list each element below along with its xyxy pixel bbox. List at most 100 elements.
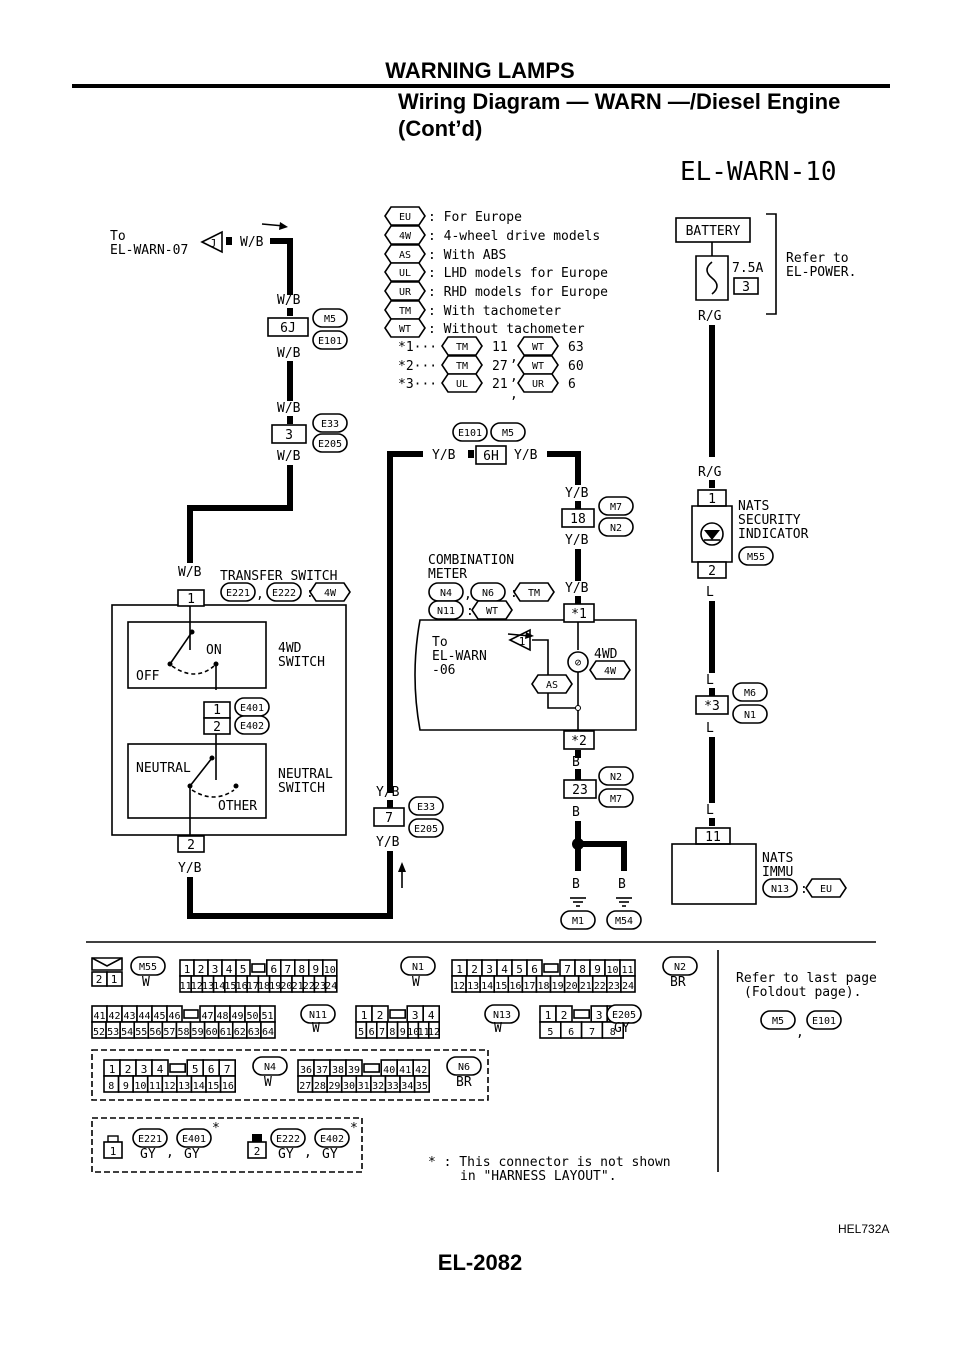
legend-tag-ul: UL <box>399 268 411 279</box>
pin-number: 8 <box>298 963 305 976</box>
pin-number: 10 <box>407 1027 419 1038</box>
pin-number: 9 <box>400 1027 406 1038</box>
svg-text:E402: E402 <box>240 721 264 732</box>
svg-text:B: B <box>572 805 580 820</box>
key-slot <box>573 1009 590 1019</box>
svg-text:Y/B: Y/B <box>565 486 589 501</box>
svg-text:,: , <box>166 1145 174 1160</box>
wb-circuit: To EL-WARN-07 J W/B W/B 6J M5 E101 W/B W… <box>110 222 348 580</box>
pin-number: 21 <box>580 981 592 992</box>
pin-number: 9 <box>594 963 601 976</box>
pin-number: 23 <box>608 981 620 992</box>
legend-tag-tm: TM <box>399 306 411 317</box>
pin-cell <box>620 975 636 993</box>
svg-text:E101: E101 <box>812 1016 836 1027</box>
svg-text:4WD: 4WD <box>278 641 302 656</box>
svg-text:60: 60 <box>568 359 584 374</box>
svg-text:11: 11 <box>705 830 721 845</box>
svg-text:NEUTRAL: NEUTRAL <box>136 761 191 776</box>
svg-text:UL: UL <box>456 379 468 390</box>
svg-text:63: 63 <box>568 340 584 355</box>
pin-number: 12 <box>453 981 465 992</box>
pin-number: 9 <box>312 963 319 976</box>
pin-number: 5 <box>192 1063 199 1076</box>
svg-text:E222: E222 <box>276 1134 300 1145</box>
pin-number: 49 <box>231 1011 243 1022</box>
svg-text:M6: M6 <box>744 688 756 699</box>
svg-text:Y/B: Y/B <box>565 533 589 548</box>
pin-number: 3 <box>212 963 219 976</box>
pin-number: 20 <box>280 981 292 992</box>
legend-text-ur: : RHD models for Europe <box>428 285 608 300</box>
svg-text:METER: METER <box>428 567 467 582</box>
pin-number: 2 <box>125 1063 132 1076</box>
svg-text::: : <box>466 604 474 619</box>
pin-number: 22 <box>594 981 606 992</box>
svg-text:M55: M55 <box>139 962 157 973</box>
svg-text::: : <box>800 882 808 897</box>
legend-text-4w: : 4-wheel drive models <box>428 229 600 244</box>
refer-last-2: (Foldout page). <box>744 985 861 1000</box>
svg-text:BR: BR <box>670 975 686 990</box>
pin-number: 9 <box>123 1081 129 1092</box>
svg-text:To: To <box>432 635 448 650</box>
svg-text:,: , <box>510 387 518 402</box>
pin-number: 1 <box>109 1063 116 1076</box>
figure-code: HEL732A <box>838 1222 890 1236</box>
svg-text:N2: N2 <box>610 523 622 534</box>
svg-text::: : <box>510 586 518 601</box>
svg-text:Refer to: Refer to <box>786 251 849 266</box>
svg-text:*1: *1 <box>571 607 587 622</box>
svg-text:W/B: W/B <box>277 401 301 416</box>
svg-text:3: 3 <box>285 428 293 443</box>
pin-number: 8 <box>108 1081 114 1092</box>
pin-number: 43 <box>123 1011 135 1022</box>
svg-text:W/B: W/B <box>277 449 301 464</box>
pin-number: 6 <box>369 1027 375 1038</box>
svg-text:N6: N6 <box>458 1062 470 1073</box>
svg-text:Y/B: Y/B <box>376 785 400 800</box>
svg-text:R/G: R/G <box>698 465 722 480</box>
svg-text:SECURITY: SECURITY <box>738 513 801 528</box>
svg-text:2: 2 <box>187 838 195 853</box>
pin-number: 42 <box>415 1065 427 1076</box>
svg-text:21: 21 <box>492 377 508 392</box>
note-key-1: *1··· <box>398 340 437 355</box>
svg-text:EL-POWER.: EL-POWER. <box>786 265 856 280</box>
svg-text:E33: E33 <box>321 419 339 430</box>
pin-cell <box>324 975 338 993</box>
svg-text:L: L <box>706 585 714 600</box>
key-slot <box>169 1063 186 1073</box>
pin-number: 41 <box>399 1065 411 1076</box>
svg-text:6J: 6J <box>280 321 296 336</box>
svg-text:2: 2 <box>213 720 221 735</box>
svg-text:W: W <box>142 975 150 990</box>
pin-number: 3 <box>596 1009 603 1022</box>
pin-number: 15 <box>207 1081 219 1092</box>
svg-text:N1: N1 <box>744 710 756 721</box>
pin-number: 63 <box>248 1027 260 1038</box>
pin-number: 10 <box>324 965 336 976</box>
svg-text:N6: N6 <box>482 588 494 599</box>
pin-number: 24 <box>622 981 634 992</box>
page-number: EL-2082 <box>437 1250 523 1275</box>
pin-number: 16 <box>236 981 248 992</box>
svg-text:NATS: NATS <box>762 851 793 866</box>
lamp-4wd-label: 4WD <box>594 647 618 662</box>
pin-number: 4 <box>157 1063 164 1076</box>
pin-number: 7 <box>224 1063 231 1076</box>
pin-number: 39 <box>348 1065 360 1076</box>
pin-number: 48 <box>216 1011 228 1022</box>
footnote-line1: * : This connector is not shown <box>428 1155 671 1170</box>
svg-text:Y/B: Y/B <box>432 448 456 463</box>
legend-text-tm: : With tachometer <box>428 304 561 319</box>
pin-number: 51 <box>261 1011 273 1022</box>
legend-tag-4w: 4W <box>399 231 412 242</box>
svg-text:M54: M54 <box>615 916 633 927</box>
svg-text:EL-WARN: EL-WARN <box>432 649 487 664</box>
svg-text:B: B <box>572 877 580 892</box>
svg-text:*: * <box>350 1121 358 1136</box>
pin-number: 8 <box>610 1027 616 1038</box>
svg-text:L: L <box>706 721 714 736</box>
